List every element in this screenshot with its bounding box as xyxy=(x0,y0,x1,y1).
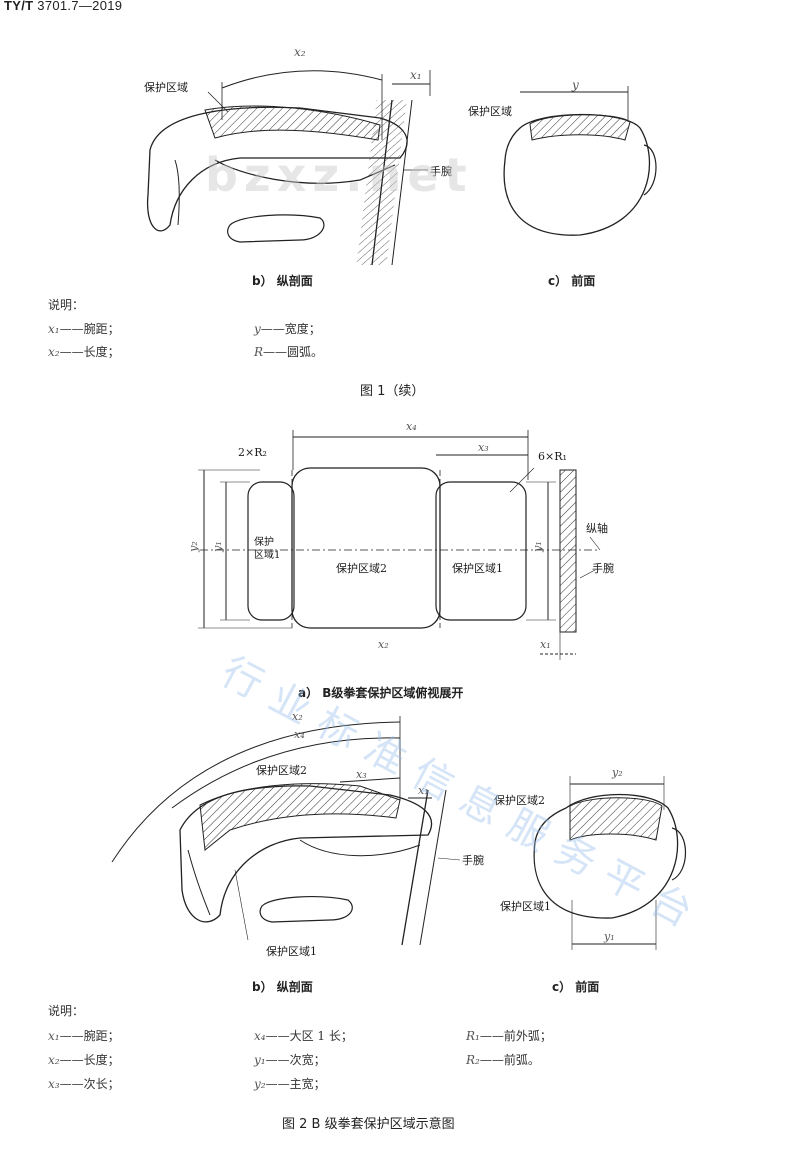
fig2b-x3-label: x₃ xyxy=(356,768,367,781)
fig1-title: 图 1（续） xyxy=(360,384,425,399)
fig2a-x1-label: x₁ xyxy=(540,638,551,651)
standard-number: 3701.7—2019 xyxy=(37,0,123,13)
fig1b-x2-label: x₂ xyxy=(294,45,306,59)
fig2-title: 图 2 B 级拳套保护区域示意图 xyxy=(282,1117,455,1132)
fig2a-zone1-right: 保护区域1 xyxy=(452,562,503,575)
fig2a-axis-label: 纵轴 xyxy=(586,522,608,535)
fig2-legend-title: 说明： xyxy=(48,1004,85,1018)
fig1c-protect-label: 保护区域 xyxy=(468,105,512,118)
fig1b-protect-label: 保护区域 xyxy=(144,81,188,94)
fig2-legend-item: x₁——腕距； xyxy=(48,1029,120,1043)
fig2a-6xr1-label: 6×R₁ xyxy=(538,450,567,463)
standard-code: TY/T xyxy=(4,0,34,13)
fig2a-y1b-label: y₁ xyxy=(530,541,544,552)
fig2-legend-item: y₁——次宽； xyxy=(254,1053,326,1067)
fig1-legend-item: x₂——长度； xyxy=(48,345,120,359)
figure1-drawing xyxy=(146,70,657,266)
fig1b-caption: b） 纵剖面 xyxy=(252,274,313,288)
standard-header: TY/T 3701.7—2019 xyxy=(4,0,122,13)
fig2b-x4-label: x₄ xyxy=(294,728,305,741)
fig2a-x4-label: x₄ xyxy=(406,420,417,433)
fig2b-caption: b） 纵剖面 xyxy=(252,980,313,994)
fig2a-y1-label: y₁ xyxy=(210,541,224,552)
fig1c-caption: c） 前面 xyxy=(548,274,596,288)
fig2a-zone1-left: 保护 区域1 xyxy=(254,537,281,561)
fig1-glove-side xyxy=(146,105,408,243)
fig1c-y-label: y xyxy=(572,78,579,92)
fig2a-wrist-label: 手腕 xyxy=(592,562,614,575)
fig1-legend-item: R——圆弧。 xyxy=(254,345,324,359)
fig1-legend-item: x₁——腕距； xyxy=(48,322,120,336)
fig2c-caption: c） 前面 xyxy=(552,980,600,994)
fig2c-y2-label: y₂ xyxy=(612,766,623,779)
fig2-legend-item: y₂——主宽； xyxy=(254,1077,326,1091)
fig2b-x1-label: x₁ xyxy=(418,784,429,797)
fig1-legend-title: 说明： xyxy=(48,298,85,312)
figure2bc-drawing xyxy=(111,716,686,950)
fig2-legend-item: R₂——前弧。 xyxy=(466,1053,540,1067)
fig2a-zone2: 保护区域2 xyxy=(336,562,387,575)
fig2b-zone2: 保护区域2 xyxy=(256,764,307,777)
fig2-legend-item: R₁——前外弧； xyxy=(466,1029,552,1043)
fig2a-x3-label: x₃ xyxy=(478,441,489,454)
fig2-legend-item: x₂——长度； xyxy=(48,1053,120,1067)
fig2a-x2-label: x₂ xyxy=(378,638,389,651)
fig1-glove-front xyxy=(503,86,657,236)
fig1-wrist-wall xyxy=(356,99,413,266)
fig1b-x1-label: x₁ xyxy=(410,68,422,82)
figure2a-drawing xyxy=(198,430,601,660)
fig2b-x2-label: x₂ xyxy=(292,710,303,723)
fig1b-wrist-label: 手腕 xyxy=(430,165,452,178)
fig2b-wrist-label: 手腕 xyxy=(462,854,484,867)
fig1-legend-item: y——宽度； xyxy=(254,322,321,336)
fig2c-zone1: 保护区域1 xyxy=(500,900,551,913)
fig2-legend-item: x₃——次长； xyxy=(48,1077,120,1091)
watermark-site: bzxz.net xyxy=(205,148,473,202)
fig2a-2xr2-label: 2×R₂ xyxy=(238,446,267,459)
fig2a-y2-label: y₂ xyxy=(186,541,200,552)
fig2a-caption: a） B级拳套保护区域俯视展开 xyxy=(298,686,464,700)
fig2b-zone1: 保护区域1 xyxy=(266,945,317,958)
fig2c-y1-label: y₁ xyxy=(604,930,615,943)
fig2-legend-item: x₄——大区 1 长； xyxy=(254,1029,353,1043)
fig2c-zone2: 保护区域2 xyxy=(494,794,545,807)
